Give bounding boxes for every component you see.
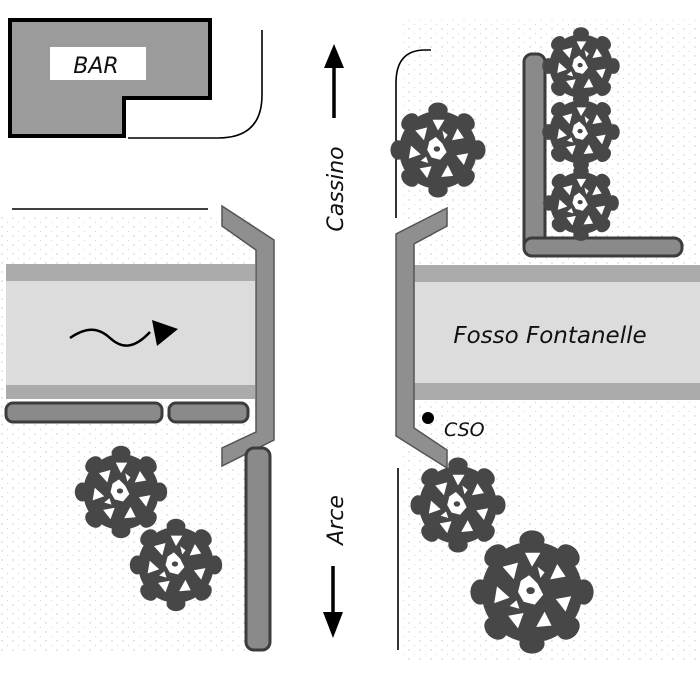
channel-bank-top-left: [6, 264, 255, 281]
tree-icon: [543, 165, 619, 241]
dot-icon: [422, 412, 434, 424]
channel-bank-bottom-right: [412, 383, 700, 400]
bridge-parapet-east: [395, 206, 448, 470]
bar-label-box: [50, 47, 146, 80]
road-label-cassino: Cassino: [324, 146, 349, 231]
wavy-arrow-icon: [69, 320, 178, 347]
tree-icon: [470, 530, 594, 654]
channel-water-right: [412, 282, 700, 383]
channel-label: Fosso Fontanelle: [453, 323, 646, 349]
bar-label: BAR: [73, 54, 118, 79]
curb-north-east: [395, 49, 431, 218]
arrow-down-icon: [323, 566, 343, 638]
stone-wall-roadside: [244, 446, 272, 652]
road-label-arce: Arce: [324, 495, 349, 547]
tree-icon: [74, 445, 168, 539]
tree-icon: [129, 518, 223, 612]
tree-icon: [542, 27, 620, 105]
channel-bank-top-right: [412, 265, 700, 282]
stone-wall-garden-horizontal: [522, 236, 684, 258]
channel-bank-bottom-left: [6, 385, 255, 399]
tree-icon: [410, 457, 506, 553]
tree-icon: [542, 93, 620, 171]
stone-wall-channel-1: [4, 401, 164, 424]
cso-label: CSO: [444, 419, 485, 441]
stone-wall-channel-2: [167, 401, 250, 424]
arrow-up-icon: [324, 44, 344, 118]
tree-icon: [390, 102, 486, 198]
stone-wall-garden-vertical: [522, 52, 547, 254]
bridge-parapet-west: [221, 204, 275, 468]
curb-north-west: [128, 30, 263, 139]
channel-water-left: [6, 281, 255, 385]
